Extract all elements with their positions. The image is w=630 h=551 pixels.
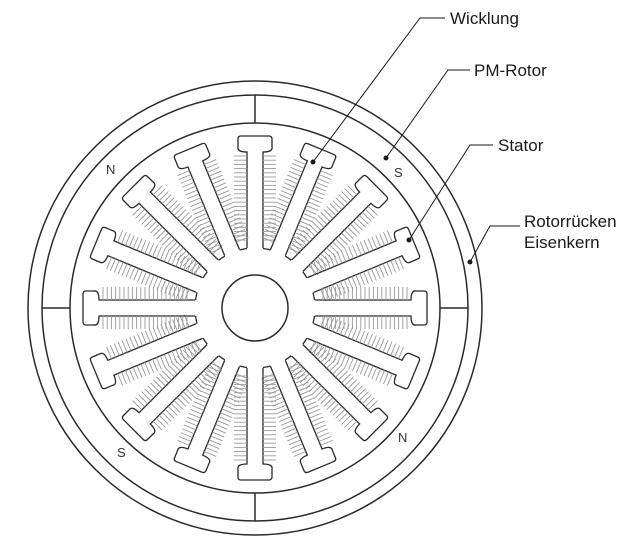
- leader-line-winding: [312, 17, 445, 163]
- pole-label-top-left: N: [106, 162, 115, 177]
- stator-tooth: [121, 174, 219, 272]
- label-rotor-back-line1: Rotorrücken: [524, 212, 617, 231]
- stator-winding: [322, 287, 408, 329]
- stator-yoke-segment: [202, 271, 208, 279]
- stator-winding: [106, 230, 201, 302]
- stator-yoke-segment: [202, 337, 208, 345]
- stator-winding: [287, 185, 378, 276]
- leader-dot-stator: [406, 237, 412, 243]
- stator-yoke-segment: [218, 355, 226, 361]
- pm-rotor-inner-ring: [69, 122, 441, 494]
- stator-tooth: [291, 174, 389, 272]
- stator-tooth: [269, 142, 337, 256]
- stator-winding: [234, 375, 276, 461]
- stator-tooth: [307, 322, 421, 390]
- stator-yoke-segment: [262, 365, 271, 369]
- stator-tooth: [89, 322, 203, 390]
- stator-yoke-segment: [194, 292, 198, 301]
- label-stator: Stator: [498, 136, 544, 155]
- leader-line-stator: [408, 144, 493, 241]
- stator-winding: [132, 185, 223, 276]
- stator-tooth: [173, 360, 241, 474]
- stator-winding: [106, 314, 201, 386]
- stator-yoke-segment: [302, 271, 308, 279]
- stator-yoke-segment: [262, 247, 271, 251]
- pm-rotor-outer-ring: [41, 94, 469, 522]
- stator-yoke-segment: [194, 315, 198, 324]
- stator-yoke-segment: [302, 337, 308, 345]
- stator-yoke-segment: [284, 255, 292, 261]
- shaft: [221, 274, 289, 342]
- stator-winding: [287, 340, 378, 431]
- pole-label-top-right: S: [394, 165, 403, 180]
- stator-winding: [177, 159, 249, 254]
- leader-dot-rotor-back: [467, 259, 473, 265]
- stator-tooth: [173, 142, 241, 256]
- label-winding: Wicklung: [450, 9, 519, 28]
- stator-tooth: [237, 368, 273, 481]
- stator-yoke-segment: [239, 365, 248, 369]
- pole-label-bottom-left: S: [117, 445, 126, 460]
- stator-winding: [234, 155, 276, 241]
- stator-yoke-segment: [284, 355, 292, 361]
- leader-dot-pm-rotor: [383, 155, 389, 161]
- stator-tooth: [269, 360, 337, 474]
- stator-tooth: [89, 226, 203, 294]
- stator: [82, 135, 428, 481]
- stator-winding: [132, 340, 223, 431]
- stator-tooth: [121, 344, 219, 442]
- stator-yoke-segment: [312, 292, 316, 301]
- stator-yoke-segment: [312, 315, 316, 324]
- label-pm-rotor: PM-Rotor: [474, 61, 547, 80]
- stator-tooth: [307, 226, 421, 294]
- leader-line-pm-rotor: [385, 69, 470, 159]
- stator-tooth: [315, 290, 428, 326]
- leader-dot-winding: [310, 159, 316, 165]
- rotor-back-iron-outer-ring: [27, 80, 483, 536]
- stator-winding: [102, 287, 188, 329]
- pole-label-bottom-right: N: [398, 430, 407, 445]
- leader-line-rotor-back: [469, 225, 520, 263]
- stator-yoke-segment: [239, 247, 248, 251]
- stator-tooth: [237, 135, 273, 248]
- stator-tooth: [291, 344, 389, 442]
- stator-tooth: [82, 290, 195, 326]
- stator-yoke-segment: [218, 255, 226, 261]
- label-rotor-back-line2: Eisenkern: [524, 233, 600, 252]
